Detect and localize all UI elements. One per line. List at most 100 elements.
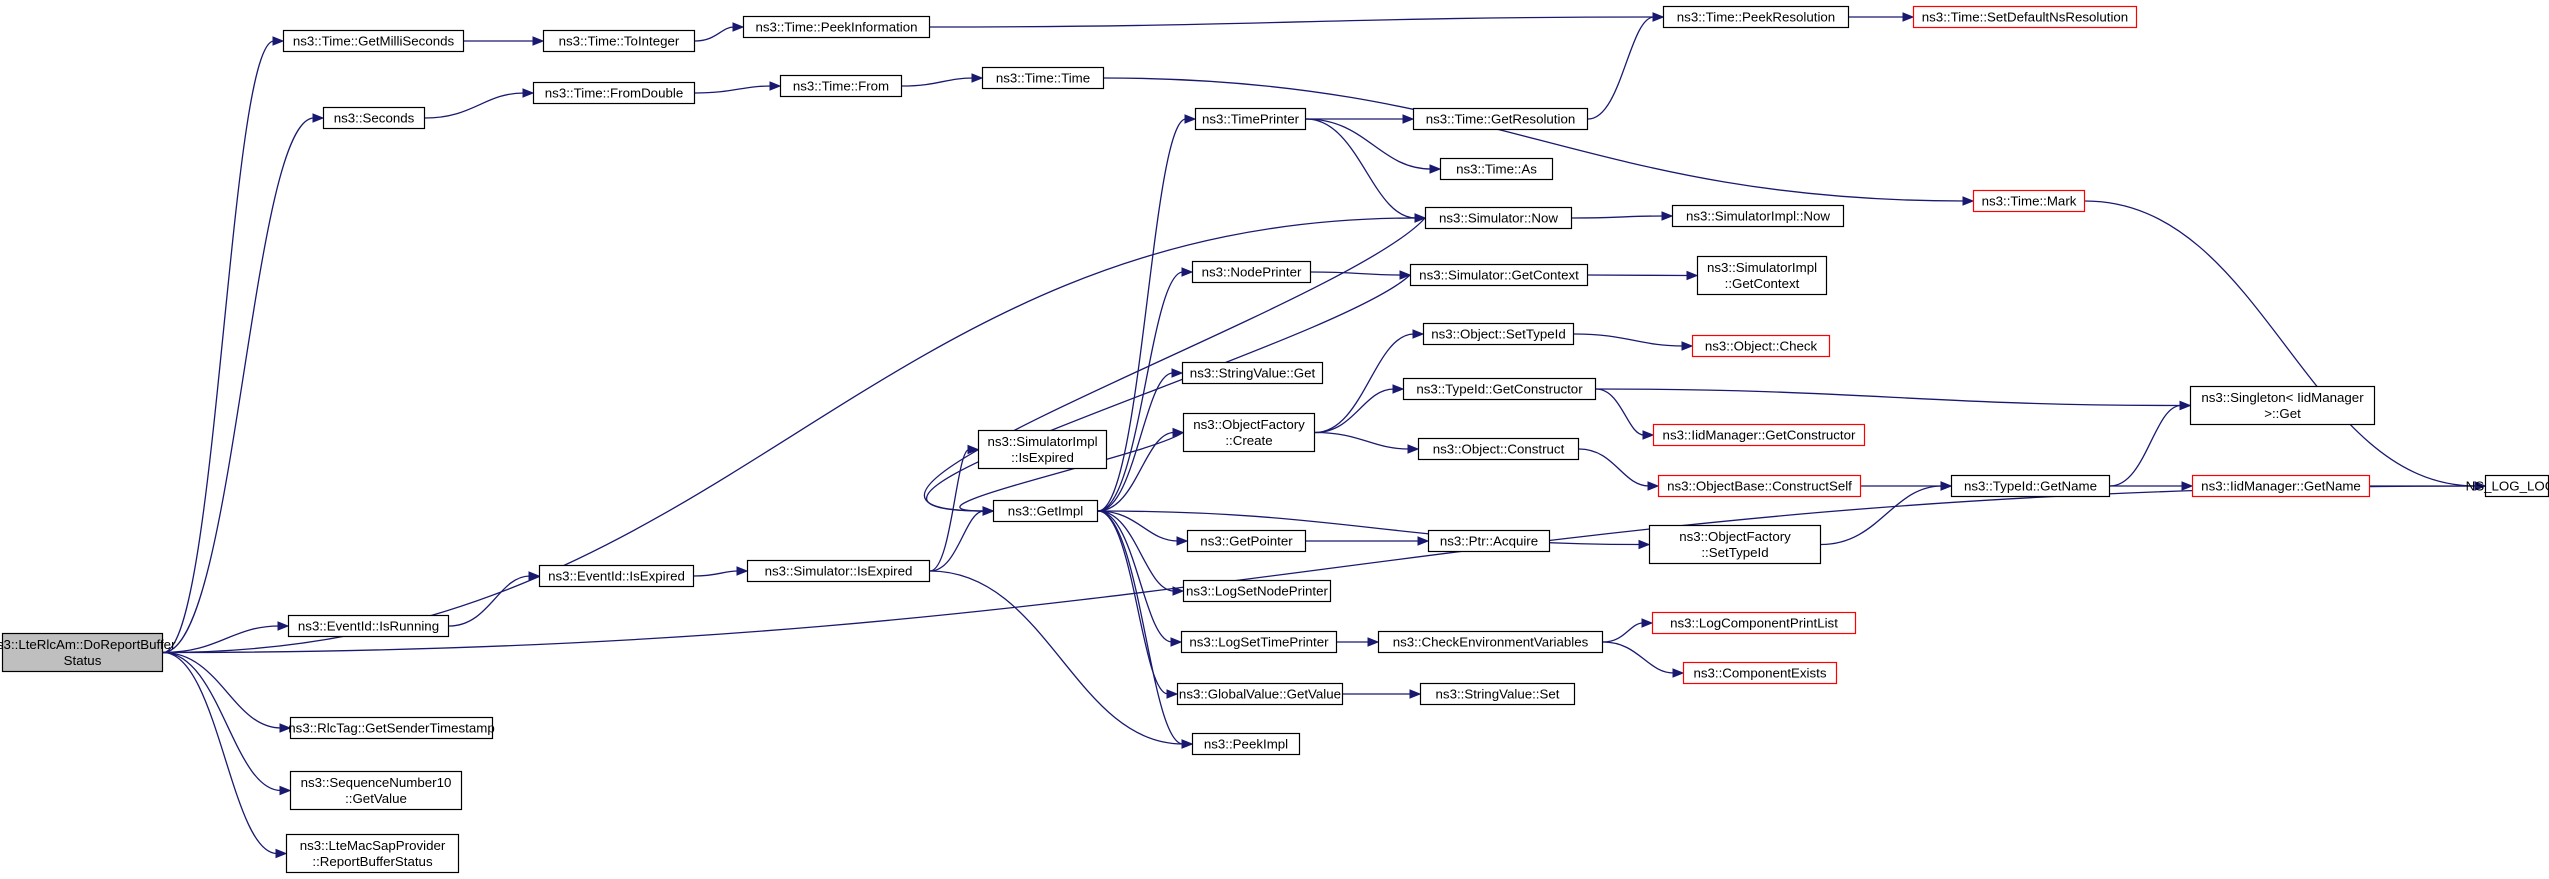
node-strget[interactable]: ns3::StringValue::Get: [1181, 361, 1324, 385]
node-objconstruct[interactable]: ns3::Object::Construct: [1417, 437, 1580, 461]
node-objcheck[interactable]: ns3::Object::Check: [1691, 334, 1831, 358]
node-rlctag[interactable]: ns3::RlcTag::GetSenderTimestamp: [288, 716, 495, 740]
node-ltemac[interactable]: ns3::LteMacSapProvider::ReportBufferStat…: [285, 833, 460, 874]
edge-line: [1097, 510, 1641, 546]
arrowhead-icon: [1638, 539, 1651, 550]
edge-line: [162, 117, 315, 654]
node-simisexp[interactable]: ns3::Simulator::IsExpired: [746, 559, 931, 583]
node-label: ns3::SimulatorImpl: [987, 434, 1097, 449]
node-getms[interactable]: ns3::Time::GetMilliSeconds: [282, 29, 465, 53]
node-nslog[interactable]: NS_LOG_LOGIC: [2466, 474, 2549, 498]
node-label: ns3::IidManager::GetName: [2201, 479, 2361, 494]
node-iidctor[interactable]: ns3::IidManager::GetConstructor: [1652, 423, 1866, 447]
edge-simisexp-to-getimpl: [929, 506, 995, 572]
edge-line: [1314, 333, 1415, 434]
node-timeprinter[interactable]: ns3::TimePrinter: [1194, 107, 1307, 131]
edge-line: [901, 77, 974, 87]
node-label: ns3::Simulator::IsExpired: [765, 564, 913, 579]
node-box: [2189, 385, 2376, 426]
node-box: [981, 66, 1105, 90]
edge-evisexp-to-simisexp: [693, 566, 749, 577]
node-label: ns3::Simulator::Now: [1439, 211, 1558, 226]
edge-getctx-to-implctx: [1587, 270, 1699, 281]
node-box: [542, 29, 696, 53]
node-getres[interactable]: ns3::Time::GetResolution: [1412, 107, 1589, 131]
node-compexists[interactable]: ns3::ComponentExists: [1682, 661, 1838, 685]
edge-line: [929, 16, 1655, 28]
node-simnow[interactable]: ns3::Simulator::Now: [1424, 206, 1573, 230]
node-implctx[interactable]: ns3::SimulatorImpl::GetContext: [1696, 255, 1828, 296]
edge-checkenv-to-compexists: [1602, 641, 1685, 678]
node-getimpl[interactable]: ns3::GetImpl: [992, 499, 1099, 523]
arrowhead-icon: [522, 88, 535, 98]
node-box: [1176, 682, 1344, 706]
node-label: ns3::Time::FromDouble: [545, 86, 683, 101]
node-strset[interactable]: ns3::StringValue::Set: [1419, 682, 1576, 706]
node-as[interactable]: ns3::Time::As: [1439, 157, 1554, 181]
node-box: [1696, 255, 1828, 296]
node-getctx[interactable]: ns3::Simulator::GetContext: [1409, 263, 1589, 287]
node-label: ns3::TypeId::GetConstructor: [1416, 382, 1583, 397]
edge-line: [1097, 510, 1184, 745]
node-singleton[interactable]: ns3::Singleton< IidManager>::Get: [2189, 385, 2376, 426]
node-logtimeprinter[interactable]: ns3::LogSetTimePrinter: [1180, 630, 1338, 654]
node-seqnum[interactable]: ns3::SequenceNumber10::GetValue: [289, 770, 463, 811]
node-peekimpl[interactable]: ns3::PeekImpl: [1191, 732, 1301, 756]
edge-simisexp-to-implexp: [929, 444, 980, 572]
edge-line: [959, 431, 1184, 512]
edge-fromdouble-to-from: [694, 81, 782, 94]
edge-root-to-getms: [162, 36, 285, 654]
node-box: [1186, 529, 1307, 553]
node-seconds[interactable]: ns3::Seconds: [322, 106, 426, 130]
arrowhead-icon: [1402, 114, 1415, 124]
node-box: [1409, 263, 1589, 287]
node-fromdouble[interactable]: ns3::Time::FromDouble: [532, 81, 696, 105]
edge-line: [923, 217, 1426, 512]
node-box: [1648, 524, 1822, 565]
node-peekres[interactable]: ns3::Time::PeekResolution: [1662, 5, 1850, 29]
arrowhead-icon: [1181, 739, 1194, 749]
edge-tidgetname-to-iidgetname: [2110, 481, 2194, 491]
edge-root-to-evisrun: [162, 621, 290, 654]
node-obconstructself[interactable]: ns3::ObjectBase::ConstructSelf: [1657, 474, 1862, 498]
edge-root-to-rlctag: [162, 651, 292, 733]
node-settypeid[interactable]: ns3::Object::SetTypeId: [1422, 322, 1575, 346]
node-nodeprinter[interactable]: ns3::NodePrinter: [1191, 260, 1312, 284]
node-implexp[interactable]: ns3::SimulatorImpl::IsExpired: [977, 429, 1108, 470]
node-mark[interactable]: ns3::Time::Mark: [1972, 189, 2086, 213]
node-ofcreate[interactable]: ns3::ObjectFactory::Create: [1182, 412, 1316, 453]
node-ofsettypeid[interactable]: ns3::ObjectFactory::SetTypeId: [1648, 524, 1822, 565]
edge-line: [1314, 431, 1410, 450]
node-ttime[interactable]: ns3::Time::Time: [981, 66, 1105, 90]
node-from[interactable]: ns3::Time::From: [779, 74, 903, 98]
node-box: [1181, 361, 1324, 385]
edge-getimpl-to-lognodeprinter: [1097, 510, 1185, 596]
edge-root-to-ltemac: [162, 651, 288, 859]
node-toint[interactable]: ns3::Time::ToInteger: [542, 29, 696, 53]
node-tidctor[interactable]: ns3::TypeId::GetConstructor: [1402, 377, 1597, 401]
node-simimplnow[interactable]: ns3::SimulatorImpl::Now: [1671, 204, 1845, 228]
edge-getimpl-to-getpointer: [1097, 510, 1189, 546]
node-setdef[interactable]: ns3::Time::SetDefaultNsResolution: [1912, 5, 2138, 29]
edge-line: [1587, 274, 1689, 277]
node-label: ns3::StringValue::Get: [1190, 366, 1316, 381]
node-gvgetvalue[interactable]: ns3::GlobalValue::GetValue: [1176, 682, 1344, 706]
node-box: [1182, 412, 1316, 453]
arrowhead-icon: [277, 621, 290, 631]
node-getpointer[interactable]: ns3::GetPointer: [1186, 529, 1307, 553]
node-evisrun[interactable]: ns3::EventId::IsRunning: [287, 614, 450, 638]
node-lognodeprinter[interactable]: ns3::LogSetNodePrinter: [1182, 579, 1332, 603]
node-checkenv[interactable]: ns3::CheckEnvironmentVariables: [1377, 630, 1604, 654]
node-evisexp[interactable]: ns3::EventId::IsExpired: [538, 564, 695, 588]
node-logcomplist[interactable]: ns3::LogComponentPrintList: [1651, 611, 1857, 635]
node-tidgetname[interactable]: ns3::TypeId::GetName: [1950, 474, 2111, 498]
edge-timeprinter-to-getres: [1306, 114, 1415, 124]
node-peekinfo[interactable]: ns3::Time::PeekInformation: [742, 15, 931, 39]
node-ptracquire[interactable]: ns3::Ptr::Acquire: [1427, 529, 1551, 553]
node-box: [1671, 204, 1845, 228]
edge-gvgetvalue-to-strset: [1342, 689, 1422, 699]
node-iidgetname[interactable]: ns3::IidManager::GetName: [2191, 474, 2371, 498]
edge-line: [1097, 510, 1173, 643]
node-label: ns3::Time::ToInteger: [559, 34, 680, 49]
